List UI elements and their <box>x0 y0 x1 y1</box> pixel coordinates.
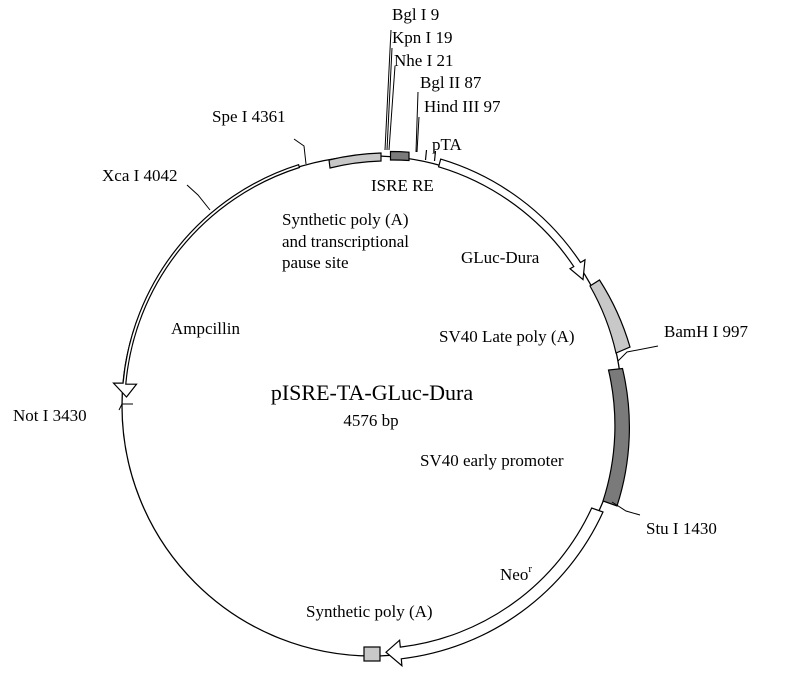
not1-label: Not I 3430 <box>13 406 87 425</box>
kpn1-label: Kpn I 19 <box>392 28 452 47</box>
bamh1-label: BamH I 997 <box>664 322 749 341</box>
synthetic-polya-pause-line-2: and transcriptional <box>282 232 409 251</box>
sv40-late-polya-label: SV40 Late poly (A) <box>439 327 575 346</box>
pta-tick-1 <box>424 149 428 161</box>
spe1-label: Spe I 4361 <box>212 107 286 126</box>
hind3-label: Hind III 97 <box>424 97 501 116</box>
xca1-label: Xca I 4042 <box>102 166 178 185</box>
plasmid-name: pISRE-TA-GLuc-Dura <box>271 380 474 405</box>
spe1-leader <box>293 138 307 165</box>
plasmid-size: 4576 bp <box>343 411 398 430</box>
kpn1-leader <box>386 47 393 151</box>
synthetic-polya-pause-line-3: pause site <box>282 253 349 272</box>
sv40-early-promoter-label: SV40 early promoter <box>420 451 564 470</box>
nhe1-label: Nhe I 21 <box>394 51 453 70</box>
stu1-label: Stu I 1430 <box>646 519 717 538</box>
nhe1-leader <box>388 65 396 151</box>
synthetic-polya-pause-line-1: Synthetic poly (A) <box>282 210 409 229</box>
synthetic-polya-pause-block <box>328 152 382 169</box>
pta-tick-2 <box>433 150 437 162</box>
sv40-late-polya-block <box>589 279 631 354</box>
not1-leader <box>118 403 133 411</box>
synthetic-polya-label: Synthetic poly (A) <box>306 602 433 621</box>
stu1-leader <box>611 501 641 516</box>
xca1-leader <box>186 184 211 211</box>
bamh1-leader <box>617 345 659 362</box>
bgl1-leader <box>384 29 392 151</box>
ampicillin-label: Ampcillin <box>171 319 240 338</box>
bgl1-label: Bgl I 9 <box>392 5 439 24</box>
bgl2-leader <box>415 91 419 153</box>
gluc-dura-label: GLuc-Dura <box>461 248 540 267</box>
sv40-early-promoter-block <box>602 367 630 507</box>
pta-label: pTA <box>432 135 463 154</box>
neo-arrow <box>385 507 604 668</box>
synthetic-polya-block <box>363 646 381 662</box>
isre-re-label: ISRE RE <box>371 176 434 195</box>
bgl2-label: Bgl II 87 <box>420 73 482 92</box>
isre-re-block <box>389 150 410 162</box>
ampicillin-arrow <box>112 163 301 398</box>
gluc-dura-arrow <box>437 158 586 281</box>
neo-label: Neor <box>500 563 532 584</box>
hind3-leader <box>416 116 420 153</box>
